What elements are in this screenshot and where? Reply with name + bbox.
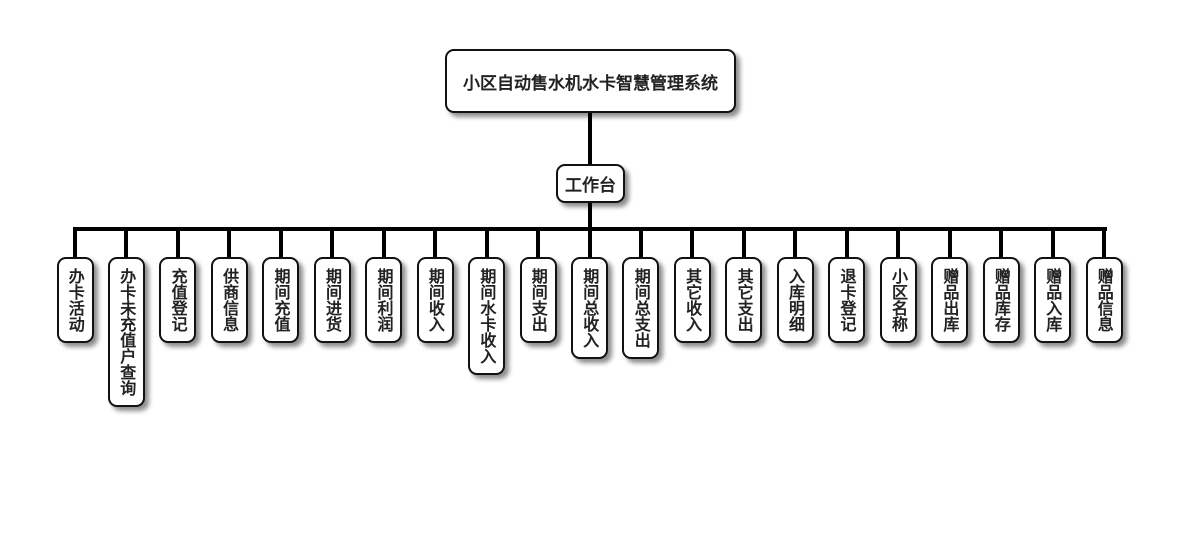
connector-module — [175, 229, 180, 258]
connector-module — [1102, 229, 1106, 258]
module-label: 其它支出 — [734, 268, 754, 332]
module-label: 充值登记 — [168, 268, 188, 332]
module-label: 供商信息 — [220, 268, 240, 332]
connector-module — [587, 229, 592, 258]
workbench-label: 工作台 — [565, 176, 616, 196]
module-label: 期间充值 — [271, 268, 291, 332]
connector-module — [227, 229, 232, 258]
root-label: 小区自动售水机水卡智慧管理系统 — [463, 73, 718, 94]
connector-module — [536, 229, 541, 258]
module-label: 入库明细 — [786, 268, 806, 332]
module-node: 赠品信息 — [1085, 257, 1123, 343]
module-label: 其它收入 — [683, 268, 703, 332]
module-label: 小区名称 — [888, 268, 908, 332]
module-node: 期间支出 — [519, 257, 557, 343]
connector-module — [73, 229, 77, 258]
module-node: 供商信息 — [210, 257, 248, 343]
module-node: 期间水卡收入 — [468, 257, 506, 375]
module-label: 赠品入库 — [1043, 268, 1063, 332]
module-label: 赠品信息 — [1094, 268, 1114, 332]
module-node: 小区名称 — [879, 257, 917, 343]
module-label: 期间水卡收入 — [477, 268, 497, 364]
connector-root-workbench — [588, 112, 592, 165]
module-node: 充值登记 — [159, 257, 197, 343]
module-node: 期间进货 — [313, 257, 351, 343]
module-label: 期间总支出 — [631, 268, 651, 348]
module-label: 期间支出 — [528, 268, 548, 332]
module-node: 赠品库存 — [982, 257, 1020, 343]
module-label: 退卡登记 — [837, 268, 857, 332]
module-node: 其它支出 — [725, 257, 763, 343]
module-node: 入库明细 — [776, 257, 814, 343]
connector-module — [1050, 229, 1055, 258]
module-node: 办卡未充值户查询 — [107, 257, 145, 407]
connector-module — [278, 229, 283, 258]
connector-module — [793, 229, 798, 258]
connector-module — [690, 229, 695, 258]
module-label: 办卡未充值户查询 — [117, 268, 137, 396]
module-label: 赠品出库 — [940, 268, 960, 332]
module-node: 期间收入 — [416, 257, 454, 343]
module-node: 期间充值 — [262, 257, 300, 343]
module-label: 期间总收入 — [580, 268, 600, 348]
module-label: 期间进货 — [323, 268, 342, 332]
connector-module — [896, 229, 901, 258]
connector-module — [381, 229, 386, 258]
module-node: 退卡登记 — [828, 257, 866, 343]
root-node: 小区自动售水机水卡智慧管理系统 — [445, 49, 736, 113]
module-label: 赠品库存 — [991, 268, 1011, 332]
module-node: 期间利润 — [365, 257, 403, 343]
connector-module — [947, 229, 952, 258]
connector-module — [638, 229, 643, 258]
connector-module — [124, 229, 129, 258]
module-label: 期间利润 — [374, 268, 394, 332]
module-node: 赠品出库 — [931, 257, 969, 343]
connector-module — [741, 229, 746, 258]
module-node: 赠品入库 — [1034, 257, 1072, 343]
module-label: 期间收入 — [425, 268, 445, 332]
module-node: 办卡活动 — [56, 257, 94, 343]
connector-module — [484, 229, 489, 258]
workbench-node: 工作台 — [556, 164, 625, 203]
connector-module — [330, 229, 335, 258]
module-node: 期间总收入 — [571, 257, 608, 359]
connector-module — [844, 229, 849, 258]
module-node: 其它收入 — [673, 257, 711, 343]
connector-module — [433, 229, 438, 258]
module-node: 期间总支出 — [622, 257, 660, 359]
connector-workbench-bus — [588, 202, 592, 230]
module-label: 办卡活动 — [65, 268, 85, 332]
connector-module — [999, 229, 1004, 258]
